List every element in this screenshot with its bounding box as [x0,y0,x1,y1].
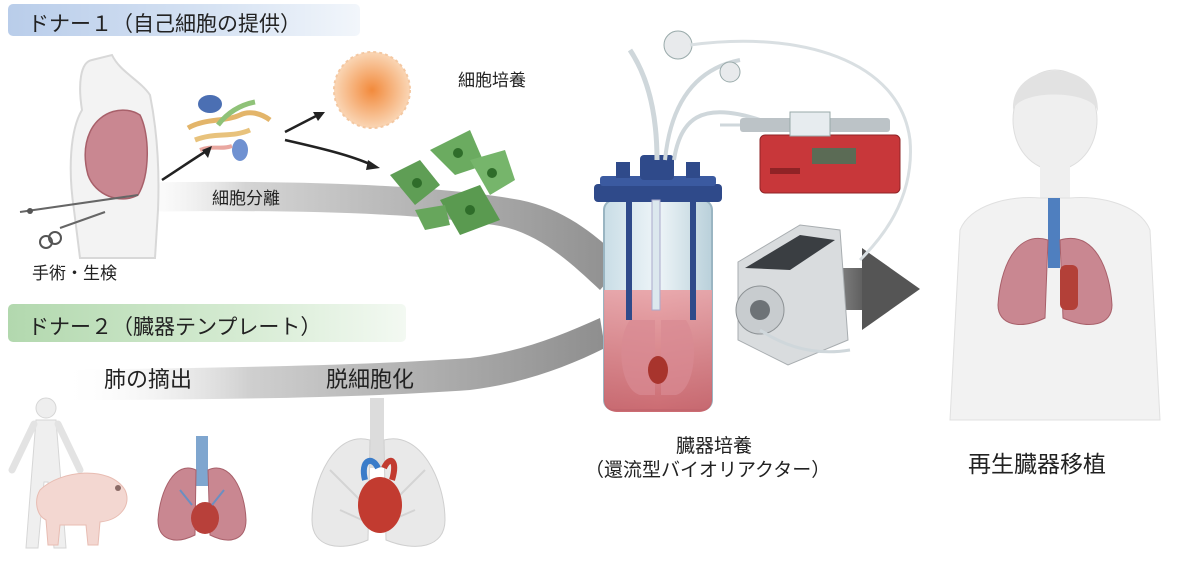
bioreactor-icon [594,30,912,412]
lung-icon [157,436,247,541]
flow-band-2 [60,318,605,400]
label-cell-culture: 細胞培養 [458,71,526,91]
donor2-title: ドナー２（臓器テンプレート） [28,315,322,339]
mixed-cells-icon [186,95,272,161]
cell-spheroid-icon [333,51,411,129]
donor1-band: ドナー１（自己細胞の提供） [8,4,360,36]
arrow-to-culture [161,112,380,182]
human-pig-icon [8,397,128,549]
green-cells-icon [390,130,515,235]
label-organ-culture: 臓器培養 [676,435,753,457]
donor1-title: ドナー１（自己細胞の提供） [28,12,301,36]
label-perfusion-bioreactor: （還流型バイオリアクター） [585,459,831,481]
donor2-band: ドナー２（臓器テンプレート） [8,304,406,342]
decellularized-lung-icon [311,398,446,547]
syringe-pump-icon [720,111,901,194]
flow-band-1 [120,181,625,290]
label-regenerative-transplant: 再生臓器移植 [968,452,1106,478]
label-surgery-biopsy: 手術・生検 [32,264,117,284]
label-decellularization: 脱細胞化 [326,368,415,393]
label-lung-extraction: 肺の摘出 [104,368,193,393]
forceps-icon [19,194,139,249]
peristaltic-pump-icon [735,224,851,366]
recipient-woman-icon [949,69,1161,421]
label-cell-isolation: 細胞分離 [212,189,280,209]
human-torso-icon [69,53,160,259]
